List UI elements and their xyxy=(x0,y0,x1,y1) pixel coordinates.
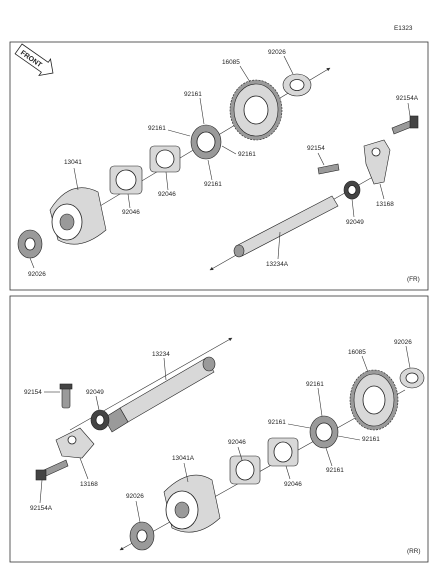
callout-label: 92154A xyxy=(30,505,53,512)
callout-label: 92161 xyxy=(204,181,222,188)
callout-label: 92046 xyxy=(122,209,140,216)
bolt-92154-front xyxy=(317,163,340,175)
lever-13168-front xyxy=(363,139,391,185)
callout-label: 92026 xyxy=(268,49,286,56)
bearing-92046-rear-b xyxy=(229,455,261,485)
callouts-rear: 13234 92154 92049 13168 92154A 16085 920… xyxy=(24,339,412,523)
bolt-92154-rear xyxy=(59,383,73,409)
gear-16085-rear xyxy=(349,369,399,431)
diagram-id: E1323 xyxy=(394,25,413,32)
callout-label: 92154 xyxy=(307,145,325,152)
callout-label: 92049 xyxy=(86,389,104,396)
callout-label: 92161 xyxy=(238,151,256,158)
callout-label: 13041A xyxy=(172,455,195,462)
bolt-92154A-front xyxy=(391,115,419,135)
hub-13041A xyxy=(163,474,221,533)
callout-label: 13234A xyxy=(266,261,289,268)
callout-label: 13041 xyxy=(64,159,82,166)
callout-label: 92026 xyxy=(394,339,412,346)
callout-label: 92026 xyxy=(28,271,46,278)
shaft-13234A xyxy=(233,195,339,258)
callout-label: 92026 xyxy=(126,493,144,500)
callout-label: 92161 xyxy=(362,436,380,443)
front-arrow-icon: FRONT xyxy=(14,43,54,77)
callout-label: 92154A xyxy=(396,95,419,102)
ring-92161-rear xyxy=(309,415,339,449)
callout-label: 92046 xyxy=(158,191,176,198)
callout-label: 92046 xyxy=(228,439,246,446)
callout-label: 92161 xyxy=(148,125,166,132)
washer-92026-front-upper xyxy=(282,73,312,97)
seal-92049-rear xyxy=(90,409,110,431)
bearing-92046-front-b xyxy=(109,165,143,195)
callout-label: 92161 xyxy=(326,467,344,474)
panel-front-frame xyxy=(9,41,429,291)
washer-92026-rear-upper xyxy=(399,367,425,389)
bearing-92046-front-a xyxy=(149,145,181,173)
callout-label: 13168 xyxy=(80,481,98,488)
callout-label: 92154 xyxy=(24,389,42,396)
lever-13168-rear xyxy=(55,427,95,459)
seal-92049-front xyxy=(343,180,361,200)
callout-label: 16085 xyxy=(348,349,366,356)
hub-13041 xyxy=(49,187,107,245)
callout-label: 92046 xyxy=(284,481,302,488)
callout-label: 16085 xyxy=(222,59,240,66)
callout-label: 13234 xyxy=(152,351,170,358)
washer-92026-front-lower xyxy=(17,229,43,259)
callout-label: 92161 xyxy=(306,381,324,388)
washer-92026-rear-lower xyxy=(129,521,155,551)
callout-label: 92049 xyxy=(346,219,364,226)
callout-label: 13168 xyxy=(376,201,394,208)
callouts-front: 16085 92026 92161 92161 92161 92161 9204… xyxy=(28,49,419,278)
region-tag-front: (FR) xyxy=(407,276,420,283)
region-tag-rear: (RR) xyxy=(407,548,421,555)
shaft-13234 xyxy=(103,356,216,433)
bearing-92046-rear-a xyxy=(267,437,299,467)
bolt-92154A-rear xyxy=(35,459,69,481)
callout-label: 92161 xyxy=(268,419,286,426)
callout-label: 92161 xyxy=(184,91,202,98)
panel-rear-frame xyxy=(9,295,429,563)
gear-16085-front xyxy=(229,79,283,141)
ring-92161-front xyxy=(190,124,222,160)
